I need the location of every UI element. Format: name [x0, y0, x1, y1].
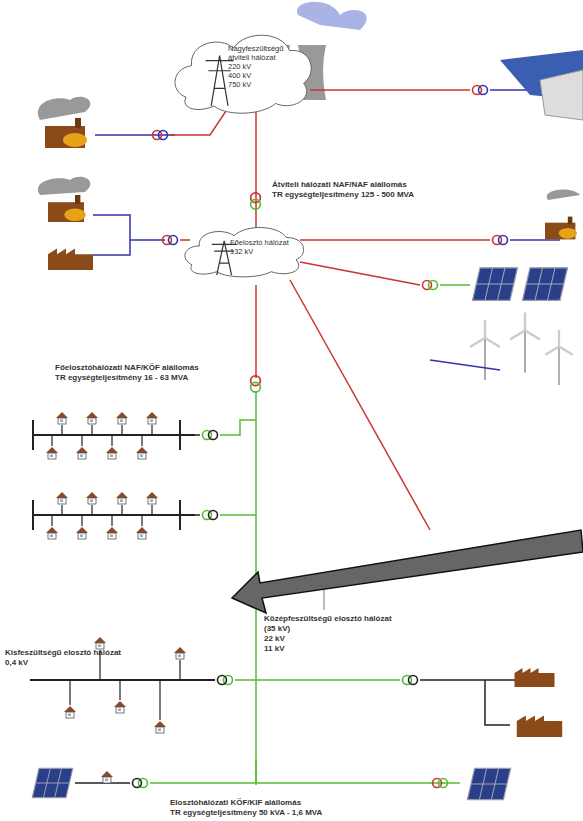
network-label: TR egységteljesítmény 50 kVA - 1,6 MVA — [170, 808, 322, 818]
network-label: 0,4 kV — [5, 658, 28, 668]
network-label: 11 kV — [264, 644, 284, 654]
network-label: 22 kV — [264, 634, 285, 644]
voltage-level: 750 kV — [228, 80, 298, 89]
network-name: Főelosztó hálózat — [230, 238, 292, 247]
voltage-level: 400 kV — [228, 71, 298, 80]
transmission-line — [255, 110, 257, 230]
network-label: (35 kV) — [264, 624, 290, 634]
network-label: Átviteli hálózati NAF/NAF alállomás — [272, 180, 407, 190]
voltage-level: 132 kV — [230, 247, 292, 256]
network-label: Elosztóhálózati KÖF/KIF alállomás — [170, 798, 301, 808]
network-label: Középfeszültségű elosztó hálózat — [264, 614, 392, 624]
voltage-level: 220 kV — [228, 62, 298, 71]
network-label: TR egységteljesítmény 16 - 63 MVA — [55, 373, 188, 383]
network-name: Nagyfeszültségű átviteli hálózat — [228, 44, 298, 62]
network-label: TR egységteljesítmény 125 - 500 MVA — [272, 190, 414, 200]
network-cloud: Főelosztó hálózat132 kV — [182, 222, 306, 282]
network-label: Kisfeszültségű elosztó hálózat — [5, 648, 121, 658]
network-cloud: Nagyfeszültségű átviteli hálózat220 kV40… — [172, 28, 312, 116]
network-label: Főelosztóhálózati NAF/KÖF alállomás — [55, 363, 199, 373]
